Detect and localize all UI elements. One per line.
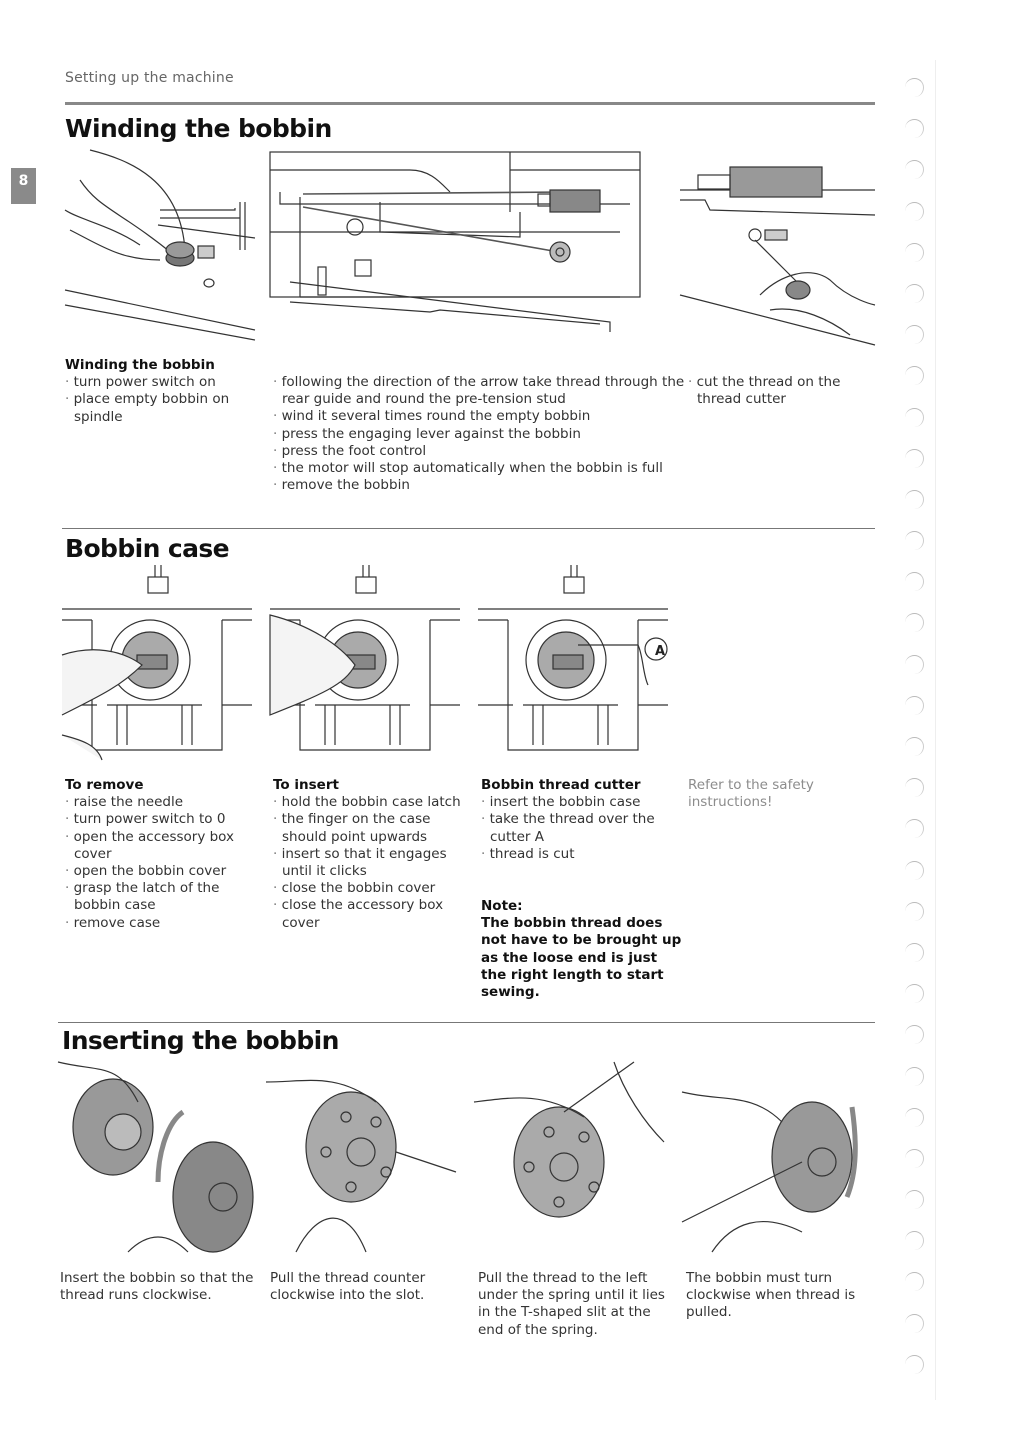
step: the finger on the case should point upwa… <box>273 811 468 845</box>
step: thread is cut <box>481 846 681 863</box>
note-text: The bobbin thread does not have to be br… <box>481 915 682 1001</box>
step: raise the needle <box>65 794 255 811</box>
caption-step-1: Insert the bobbin so that the thread run… <box>60 1270 254 1304</box>
step: turn power switch to 0 <box>65 811 255 828</box>
section-title-winding: Winding the bobbin <box>65 114 332 143</box>
step: close the bobbin cover <box>273 880 468 897</box>
caption-step-3: Pull the thread to the left under the sp… <box>478 1270 665 1338</box>
winding-col3: cut the thread on the thread cutter <box>688 374 858 408</box>
step: hold the bobbin case latch <box>273 794 468 811</box>
figure-pull-thread-slot <box>265 1079 457 1253</box>
figure-thread-under-spring <box>473 1061 665 1218</box>
step: following the direction of the arrow tak… <box>273 374 693 408</box>
remove-instructions: To remove raise the needle turn power sw… <box>65 777 255 932</box>
caption-step-2: Pull the thread counter clockwise into t… <box>270 1270 426 1304</box>
caption-step-4: The bobbin must turn clockwise when thre… <box>686 1270 856 1321</box>
step: insert so that it engages until it click… <box>273 846 468 880</box>
step: press the engaging lever against the bob… <box>273 426 693 443</box>
step: insert the bobbin case <box>481 794 681 811</box>
cutter-instructions: Bobbin thread cutter insert the bobbin c… <box>481 777 681 863</box>
section-divider <box>62 528 875 529</box>
figure-insert-case <box>269 565 460 751</box>
section-divider <box>58 1022 875 1023</box>
figure-remove-case <box>61 565 252 761</box>
step: the motor will stop automatically when t… <box>273 460 693 477</box>
figure-bobbin-turns-clockwise <box>681 1091 858 1253</box>
step: place empty bobbin on spindle <box>65 391 255 425</box>
figure-place-bobbin <box>64 149 256 341</box>
step: open the accessory box cover <box>65 829 255 863</box>
step: wind it several times round the empty bo… <box>273 408 693 425</box>
chapter-tab: 8 <box>11 168 36 204</box>
step: cut the thread on the thread cutter <box>688 374 858 408</box>
section-title-bobbin-case: Bobbin case <box>65 534 230 563</box>
figure-thread-cutter-a <box>478 565 668 751</box>
cutter-label-a: A <box>654 644 666 659</box>
binder-holes <box>905 78 935 1396</box>
safety-reference: Refer to the safety instructions! <box>688 777 814 811</box>
insert-heading: To insert <box>273 777 339 793</box>
page-binding-line <box>935 60 936 1400</box>
winding-col2: following the direction of the arrow tak… <box>273 374 693 494</box>
remove-heading: To remove <box>65 777 144 793</box>
note-label: Note: <box>481 898 523 914</box>
note-block: Note: The bobbin thread does not have to… <box>481 898 686 1001</box>
insert-instructions: To insert hold the bobbin case latch the… <box>273 777 468 932</box>
step: turn power switch on <box>65 374 255 391</box>
step: grasp the latch of the bobbin case <box>65 880 255 914</box>
step: close the accessory box cover <box>273 897 468 931</box>
figure-thread-cutter <box>679 166 876 346</box>
step: remove case <box>65 915 255 932</box>
step: press the foot control <box>273 443 693 460</box>
winding-col1: Winding the bobbin turn power switch on … <box>65 357 255 426</box>
header-rule <box>65 102 875 105</box>
step: open the bobbin cover <box>65 863 255 880</box>
cutter-heading: Bobbin thread cutter <box>481 777 641 793</box>
figure-insert-bobbin-clockwise <box>57 1061 254 1253</box>
section-title-inserting: Inserting the bobbin <box>62 1026 339 1055</box>
winding-col1-heading: Winding the bobbin <box>65 357 215 373</box>
running-head: Setting up the machine <box>65 70 234 86</box>
step: take the thread over the cutter A <box>481 811 681 845</box>
step: remove the bobbin <box>273 477 693 494</box>
figure-thread-path <box>269 151 641 332</box>
